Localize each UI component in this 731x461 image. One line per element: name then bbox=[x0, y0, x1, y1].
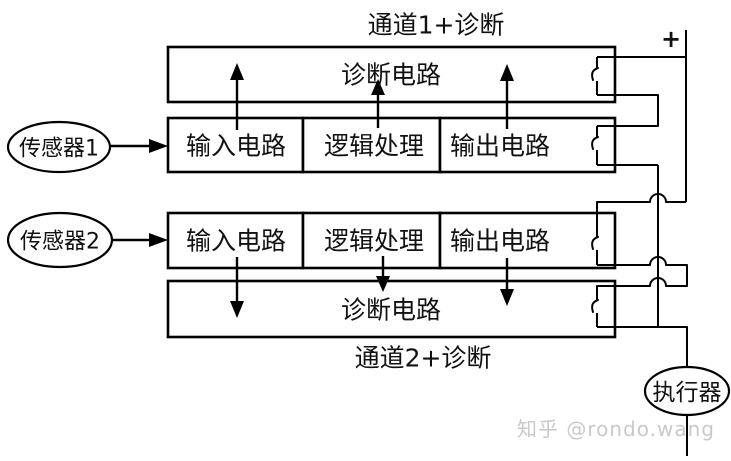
channel1-output-cell bbox=[438, 116, 617, 174]
channel2-output-label: 输出电路 bbox=[450, 227, 550, 256]
actuator-node: 执行器 bbox=[643, 365, 731, 456]
switch-channel1-output bbox=[591, 126, 658, 166]
channel2-logic-cell bbox=[301, 211, 442, 270]
rail-to-channel2-wire bbox=[596, 193, 686, 265]
channel2-diagnostic-box bbox=[166, 279, 617, 339]
switch1-to-switch2-link bbox=[597, 94, 659, 127]
channel1-diagnostic-box bbox=[166, 45, 617, 104]
sensor1-label: 传感器1 bbox=[19, 137, 99, 162]
channel2-title: 通道2+诊断 bbox=[355, 344, 492, 373]
channel1-logic-cell bbox=[301, 116, 442, 174]
channel1-diagnostic-arrows bbox=[230, 63, 514, 130]
switch1-contact-blade bbox=[591, 67, 599, 81]
channel2-output-cell bbox=[438, 211, 617, 270]
channel2-input-label: 输入电路 bbox=[186, 227, 286, 256]
plus-supply-label: + bbox=[661, 25, 681, 53]
down-arrow-head bbox=[500, 289, 514, 306]
switch3-to-switch4-link bbox=[596, 256, 688, 327]
switch2-contact-blade bbox=[591, 136, 599, 150]
channel1-diagnostic-label: 诊断电路 bbox=[341, 61, 441, 90]
channel1-input-label: 输入电路 bbox=[186, 132, 286, 161]
channel2-diagnostic-label: 诊断电路 bbox=[341, 296, 441, 325]
channel2-input-cell bbox=[166, 211, 305, 270]
up-arrow-head bbox=[371, 79, 385, 95]
down-arrow-head bbox=[230, 301, 244, 318]
switch3-contact-blade bbox=[591, 236, 599, 250]
channel2-logic-label: 逻辑处理 bbox=[324, 227, 424, 256]
sensor2-node: 传感器2 bbox=[6, 211, 168, 269]
watermark-text: 知乎 @rondo.wang bbox=[517, 417, 715, 441]
switch4-contact-blade bbox=[591, 299, 599, 313]
sensor2-label: 传感器2 bbox=[20, 230, 100, 255]
sensor2-arrow-head bbox=[149, 233, 168, 247]
sensor1-arrow-head bbox=[149, 139, 168, 153]
sensor1-node: 传感器1 bbox=[6, 120, 168, 174]
channel2-diagnostic-arrows bbox=[230, 256, 514, 318]
channel1-title: 通道1+诊断 bbox=[368, 11, 505, 40]
channel1-output-label: 输出电路 bbox=[450, 132, 550, 161]
channel1-input-cell bbox=[166, 116, 305, 174]
actuator-label: 执行器 bbox=[653, 380, 722, 406]
junction-to-actuator-wire bbox=[597, 326, 688, 367]
down-arrow-head bbox=[376, 276, 390, 292]
channel1-logic-label: 逻辑处理 bbox=[324, 132, 424, 161]
up-arrow-head bbox=[500, 64, 514, 81]
switch-channel1-diagnostic bbox=[591, 56, 686, 127]
up-arrow-head bbox=[230, 63, 244, 80]
